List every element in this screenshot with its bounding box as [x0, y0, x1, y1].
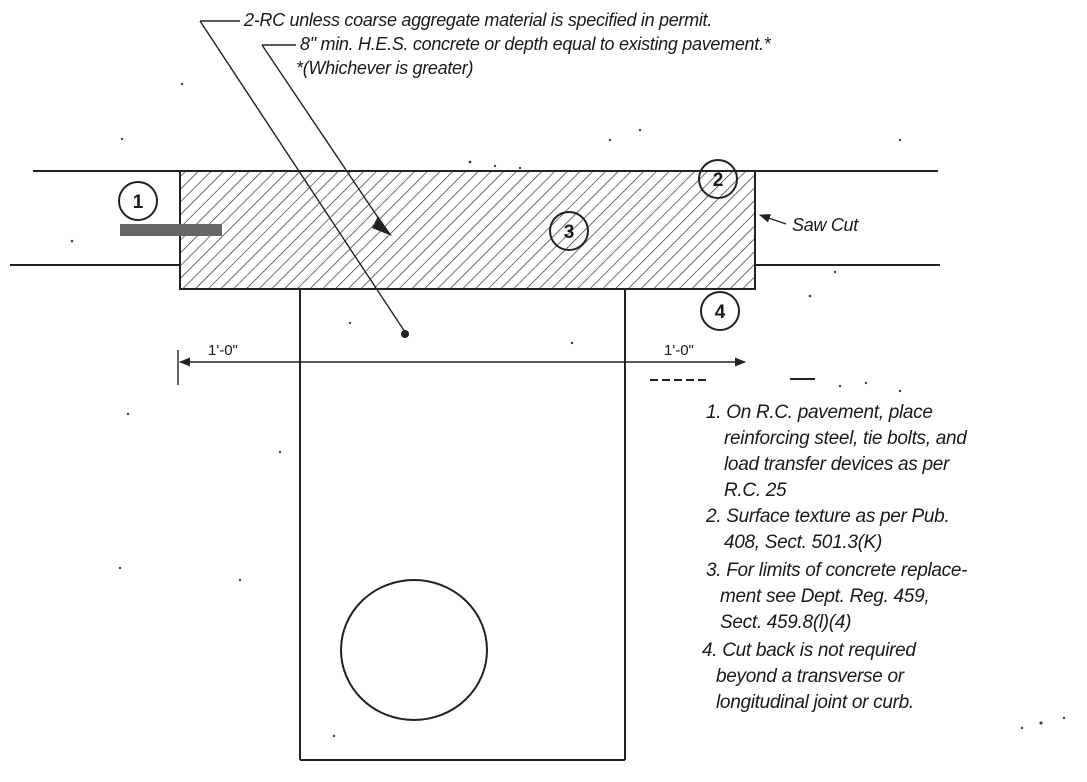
pipe-circle [340, 579, 488, 721]
note-4-line-1: 4. Cut back is not required [702, 640, 917, 661]
reinforcing-bar [120, 224, 222, 236]
marker-1: 1 [118, 181, 158, 221]
note-2-line-1: 2. Surface texture as per Pub. [705, 506, 949, 527]
marker-2: 2 [698, 159, 738, 199]
note-2-line-2: 408, Sect. 501.3(K) [724, 532, 882, 553]
note-3-line-1: 3. For limits of concrete replace- [706, 560, 967, 581]
note-1-line-2: reinforcing steel, tie bolts, and [724, 428, 968, 449]
callout-aggregate: 2-RC unless coarse aggregate material is… [243, 10, 712, 30]
scan-specks [70, 82, 1066, 738]
dimension-left: 1'-0" [208, 342, 238, 359]
note-4-line-3: longitudinal joint or curb. [716, 692, 914, 713]
callout-concrete-depth: 8" min. H.E.S. concrete or depth equal t… [300, 34, 772, 54]
marker-2-number: 2 [713, 170, 724, 191]
note-1-line-3: load transfer devices as per [724, 454, 950, 475]
marker-1-number: 1 [133, 192, 144, 213]
marker-3: 3 [549, 211, 589, 251]
saw-cut-label: Saw Cut [792, 215, 859, 235]
marker-4: 4 [700, 291, 740, 331]
saw-cut-arrow [758, 214, 787, 225]
note-4-line-2: beyond a transverse or [716, 666, 905, 687]
notes-list: 1. On R.C. pavement, place reinforcing s… [702, 402, 969, 713]
concrete-replacement-slab [179, 170, 756, 290]
note-1-line-4: R.C. 25 [724, 480, 787, 501]
callout-whichever: *(Whichever is greater) [296, 58, 473, 78]
dimension-right: 1'-0" [664, 342, 694, 359]
leader-dot-base [401, 330, 409, 338]
note-3-line-3: Sect. 459.8(l)(4) [720, 612, 851, 633]
note-3-line-2: ment see Dept. Reg. 459, [720, 586, 929, 607]
note-1-line-1: 1. On R.C. pavement, place [706, 402, 933, 423]
marker-4-number: 4 [715, 302, 726, 323]
marker-3-number: 3 [564, 222, 575, 243]
